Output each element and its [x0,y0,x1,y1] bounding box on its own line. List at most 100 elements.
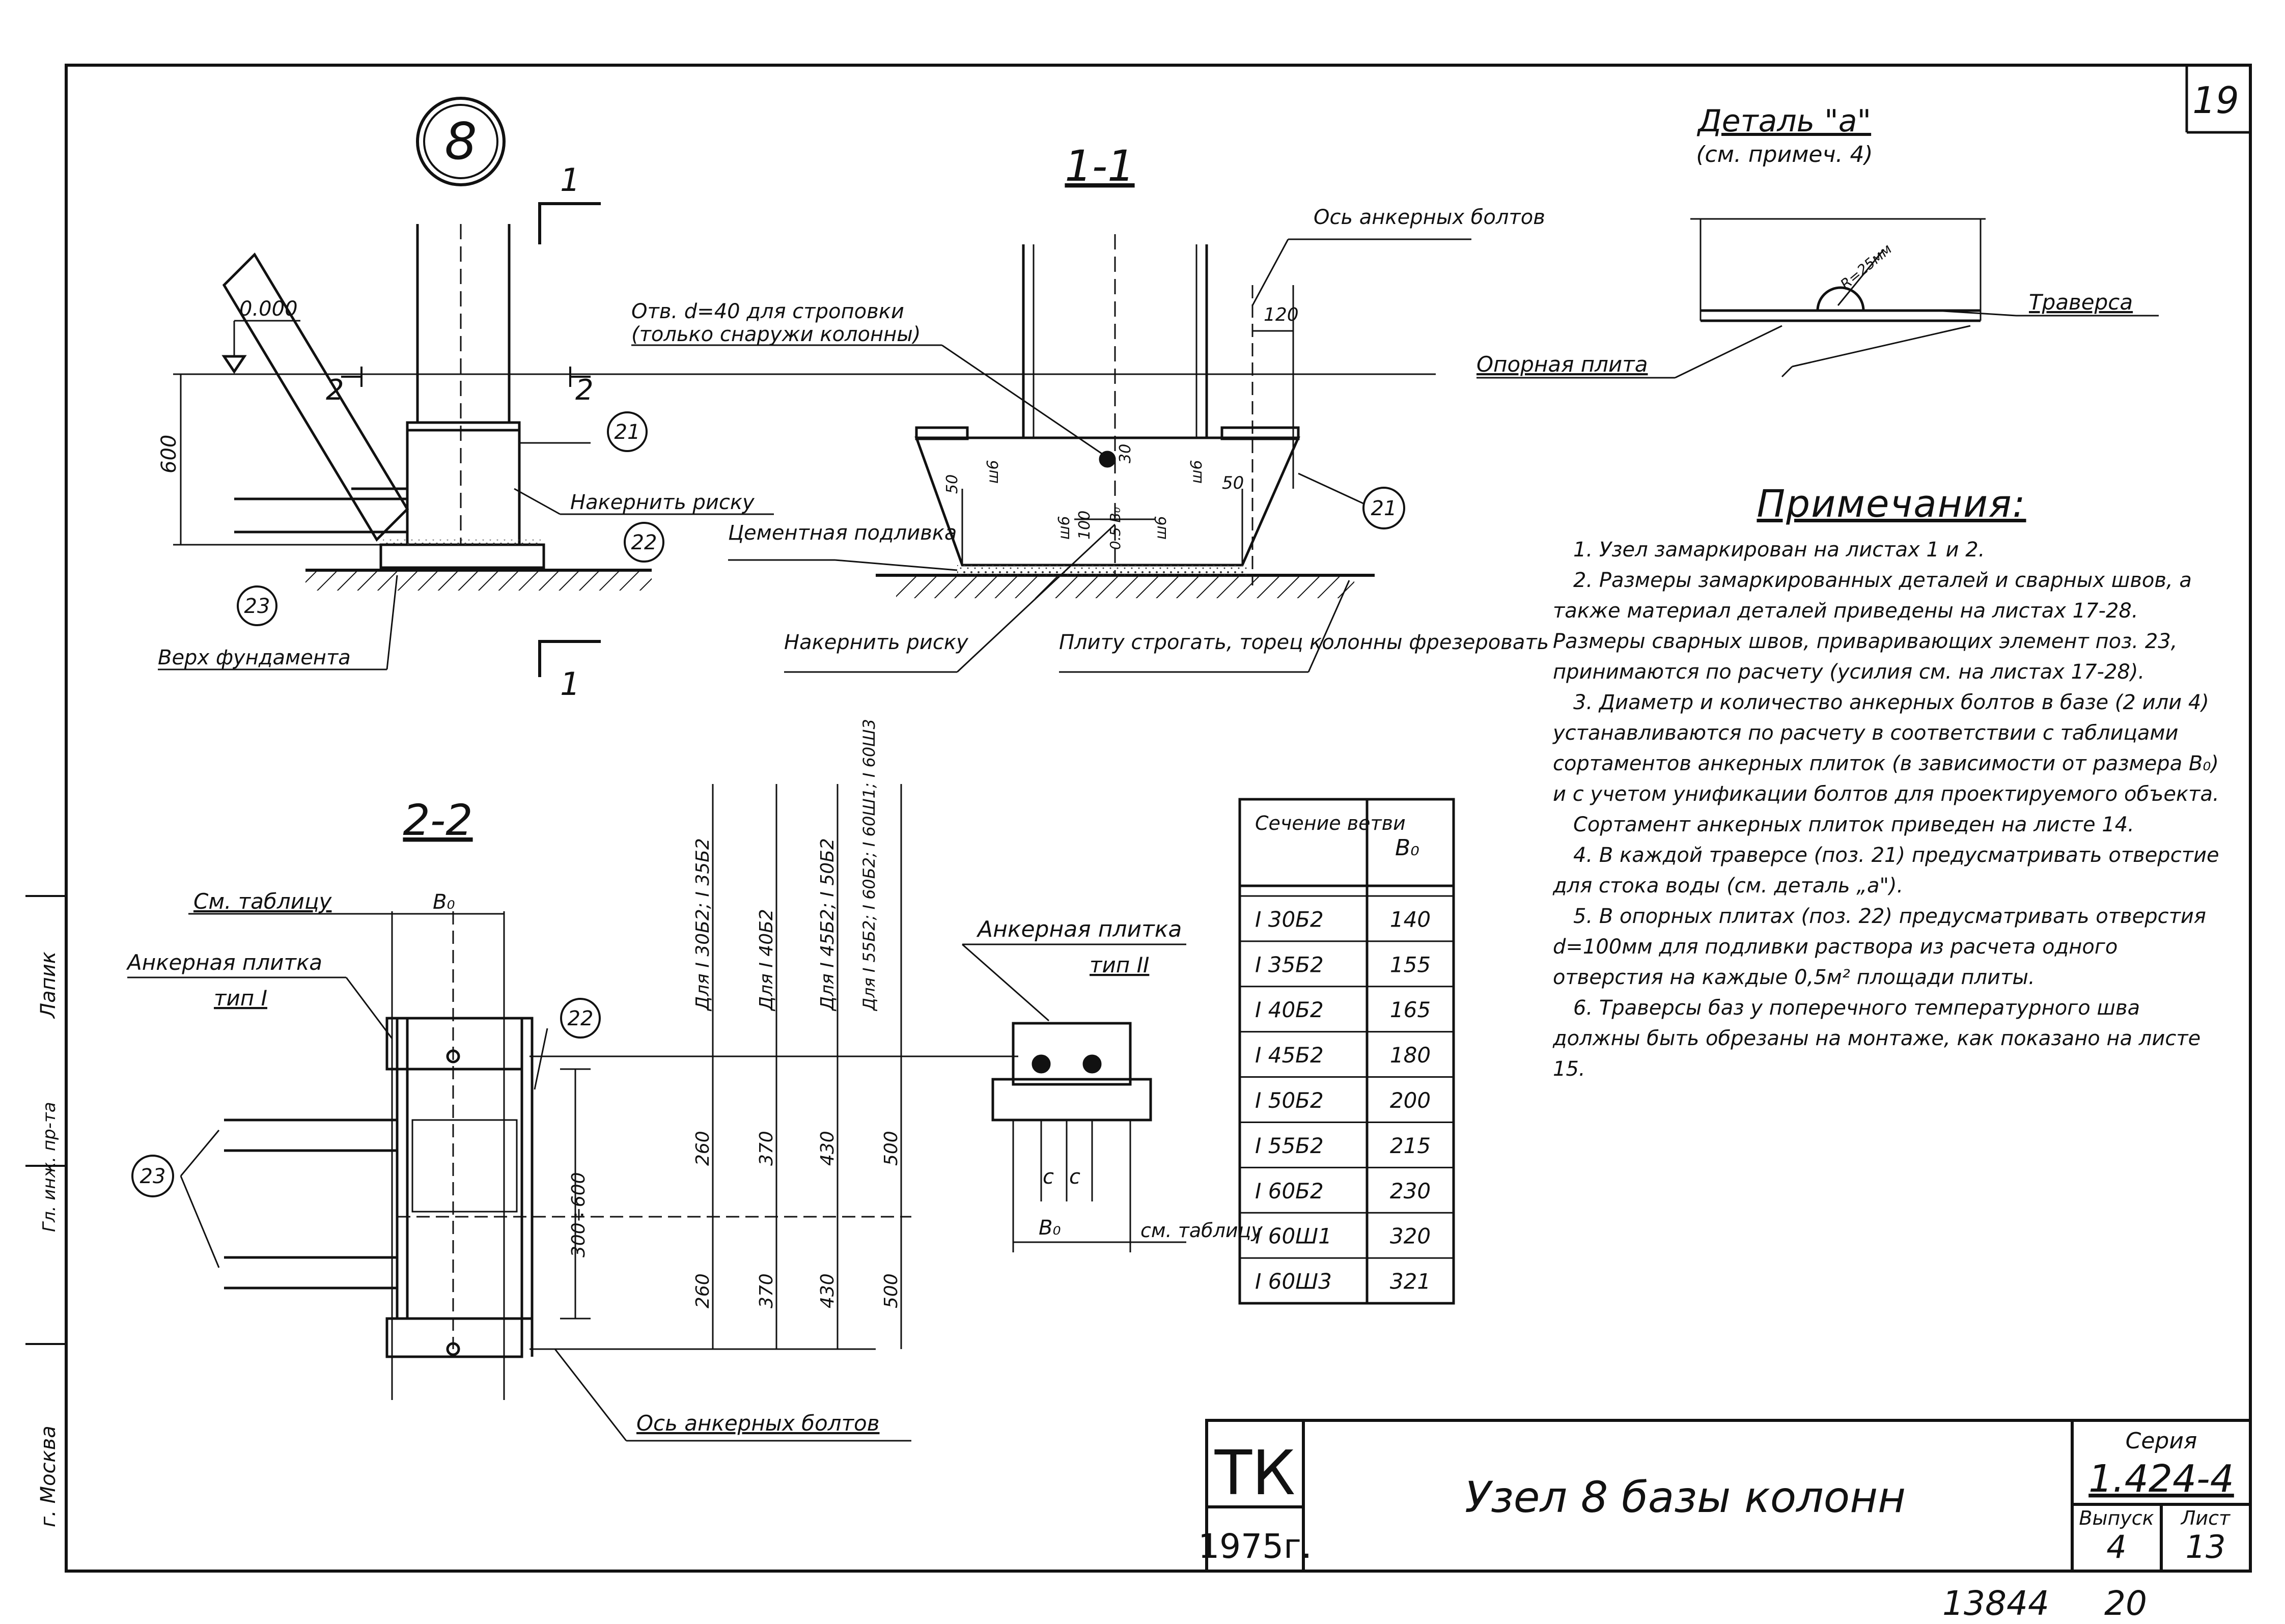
dim-column-bottom-1: 260 [692,1273,713,1308]
branch-table-section-cell: I 55Б2 [1255,1133,1324,1158]
sheet-number: 19 [2192,79,2239,122]
title-block-series: 1.424-4 [2088,1457,2234,1501]
anchor-plate-2-see-table: см. таблицу [1140,1219,1263,1242]
dimension-columns [712,784,902,1349]
sheet-frame [25,64,2252,1573]
section-mark-1-bottom: 1 [560,665,580,703]
branch-table-section-cell: I 50Б2 [1255,1088,1324,1113]
section-1-1-hole-sublabel: (только снаружи колонны) [631,323,921,346]
note-item: 4. В каждой траверсе (поз. 21) предусмат… [1553,844,2219,898]
node-badge: 8 [416,97,506,186]
svg-text:22: 22 [631,531,657,554]
branch-table-b0-cell: 180 [1390,1043,1431,1068]
elevation-ground-hatch [305,571,652,591]
anchor-plate-2-dim-c-2: с [1069,1165,1080,1189]
section-2-2-anchor-plate-label: Анкерная плитка [126,950,322,975]
anchor-plate-2-label: Анкерная плитка [976,916,1182,942]
dim-column-top-4: 500 [881,1131,902,1166]
branch-table-header-b0: В₀ [1395,835,1419,861]
section-1-1-grout [957,565,1247,575]
section-2-2-b0-label: В₀ [433,890,455,914]
section-1-1-dim-half-b0: 0.5 В₀ [1107,507,1124,550]
section-1-1-hole-label: Отв. d=40 для строповки [631,300,904,323]
branch-table [1238,798,1455,1305]
detail-a-base-plate-label: Опорная плита [1476,352,1648,377]
section-1-1-mark-line-label: Накернить риску [784,631,969,654]
callout-23-elevation: 23 [237,585,277,626]
anchor-plate-2-dim-b0: В₀ [1039,1216,1061,1240]
elevation-drawing [173,202,1436,677]
section-1-1-weld-2: ш6 [1188,460,1206,484]
branch-table-header-section: Сечение ветви [1255,812,1406,834]
branch-table-b0-cell: 230 [1390,1179,1431,1203]
section-1-1-dim-50-left: 50 [943,474,961,494]
section-1-1-weld-1: ш6 [984,460,1002,484]
section-1-1-bolt-axis-label: Ось анкерных болтов [1314,206,1545,229]
elevation-leaders [158,442,774,670]
note-item: 3. Диаметр и количество анкерных болтов … [1553,691,2219,806]
detail-a-title: Деталь "а" [1696,103,1871,139]
note-item: Сортамент анкерных плиток приведен на ли… [1573,813,2134,836]
section-2-2-bolt-axis-label: Ось анкерных болтов [636,1411,880,1436]
elevation-top-of-foundation-label: Верх фундамента [158,646,351,669]
dim-column-top-3: 430 [817,1131,838,1166]
branch-table-b0-cell: 140 [1390,907,1431,932]
branch-table-section-cell: I 60Ш1 [1255,1224,1332,1249]
section-1-1-dim-120: 120 [1264,304,1299,325]
branch-table-row-lines [1240,940,1454,1259]
note-item: 2. Размеры замаркированных деталей и сва… [1553,569,2192,684]
elevation-level: 0.000 [239,297,298,321]
branch-table-section-cell: I 45Б2 [1255,1043,1324,1068]
dim-column-top-1: 260 [692,1131,713,1166]
callout-22-plan: 22 [560,998,601,1039]
title-block [1205,1419,2252,1573]
anchor-plate-2-dim-c-1: с [1043,1165,1054,1189]
notes-heading: Примечания: [1757,482,2026,526]
anchor-plate-2-drawing [962,943,1186,1252]
title-block-sheet-label: Лист [2180,1507,2231,1529]
section-1-1-dim-100: 100 [1076,511,1094,540]
callout-23-plan: 23 [131,1155,174,1197]
callout-22-elevation: 22 [624,522,664,563]
dim-column-label-4: Для I 55Б2; I 60Б2; I 60Ш1; I 60Ш3 [859,719,879,1012]
detail-a-subtitle: (см. примеч. 4) [1696,142,1873,167]
note-item: 1. Узел замаркирован на листах 1 и 2. [1573,538,1985,562]
branch-table-section-cell: I 60Ш3 [1255,1269,1332,1294]
svg-text:21: 21 [615,421,640,444]
title-block-title: Узел 8 базы колонн [1465,1472,1906,1522]
title-block-org: ТК [1214,1438,1296,1509]
branch-table-section-cell: I 30Б2 [1255,907,1324,932]
branch-table-section-cell: I 40Б2 [1255,997,1324,1022]
section-1-1-dim-50-right: 50 [1222,473,1244,493]
branch-table-b0-cell: 200 [1390,1088,1431,1113]
anchor-plate-2-type: тип II [1090,953,1149,977]
svg-text:22: 22 [568,1007,594,1030]
detail-a-traverse-label: Траверса [2029,290,2133,315]
notes-block: Примечания: 1. Узел замаркирован на лист… [1553,482,2230,1084]
branch-table-b0-cell: 165 [1390,997,1431,1022]
title-block-issue: 4 [2106,1528,2126,1565]
note-item: 5. В опорных плитах (поз. 22) предусматр… [1553,905,2206,989]
section-mark-1-top: 1 [560,161,580,199]
dim-column-label-3: Для I 45Б2; I 50Б2 [817,838,838,1012]
page-number: 20 [2104,1584,2147,1623]
svg-text:21: 21 [1371,497,1397,520]
section-1-1-cement-label: Цементная подливка [728,521,957,545]
section-1-1-dim-30: 30 [1117,444,1134,463]
title-block-sheet: 13 [2186,1528,2226,1565]
title-block-series-label: Серия [2126,1428,2197,1454]
elevation-mark-line-label: Накернить риску [570,491,755,514]
section-1-1-weld-3: ш6 [1055,516,1073,540]
title-block-issue-label: Выпуск [2079,1507,2154,1529]
note-item: 6. Траверсы баз у поперечного температур… [1553,996,2201,1081]
callout-21-section: 21 [1362,487,1405,529]
branch-table-b0-cell: 320 [1390,1224,1431,1249]
section-1-1-plate-label: Плиту строгать, торец колонны фрезероват… [1059,631,1549,654]
section-1-1-leaders [631,238,1471,673]
section-2-2-spacing-dim: 300÷600 [568,1172,589,1257]
section-2-2-title: 2-2 [403,795,472,845]
node-badge-number: 8 [444,111,477,171]
section-mark-2-right: 2 [575,374,594,407]
svg-text:23: 23 [244,595,270,618]
section-1-1-title: 1-1 [1065,141,1134,191]
